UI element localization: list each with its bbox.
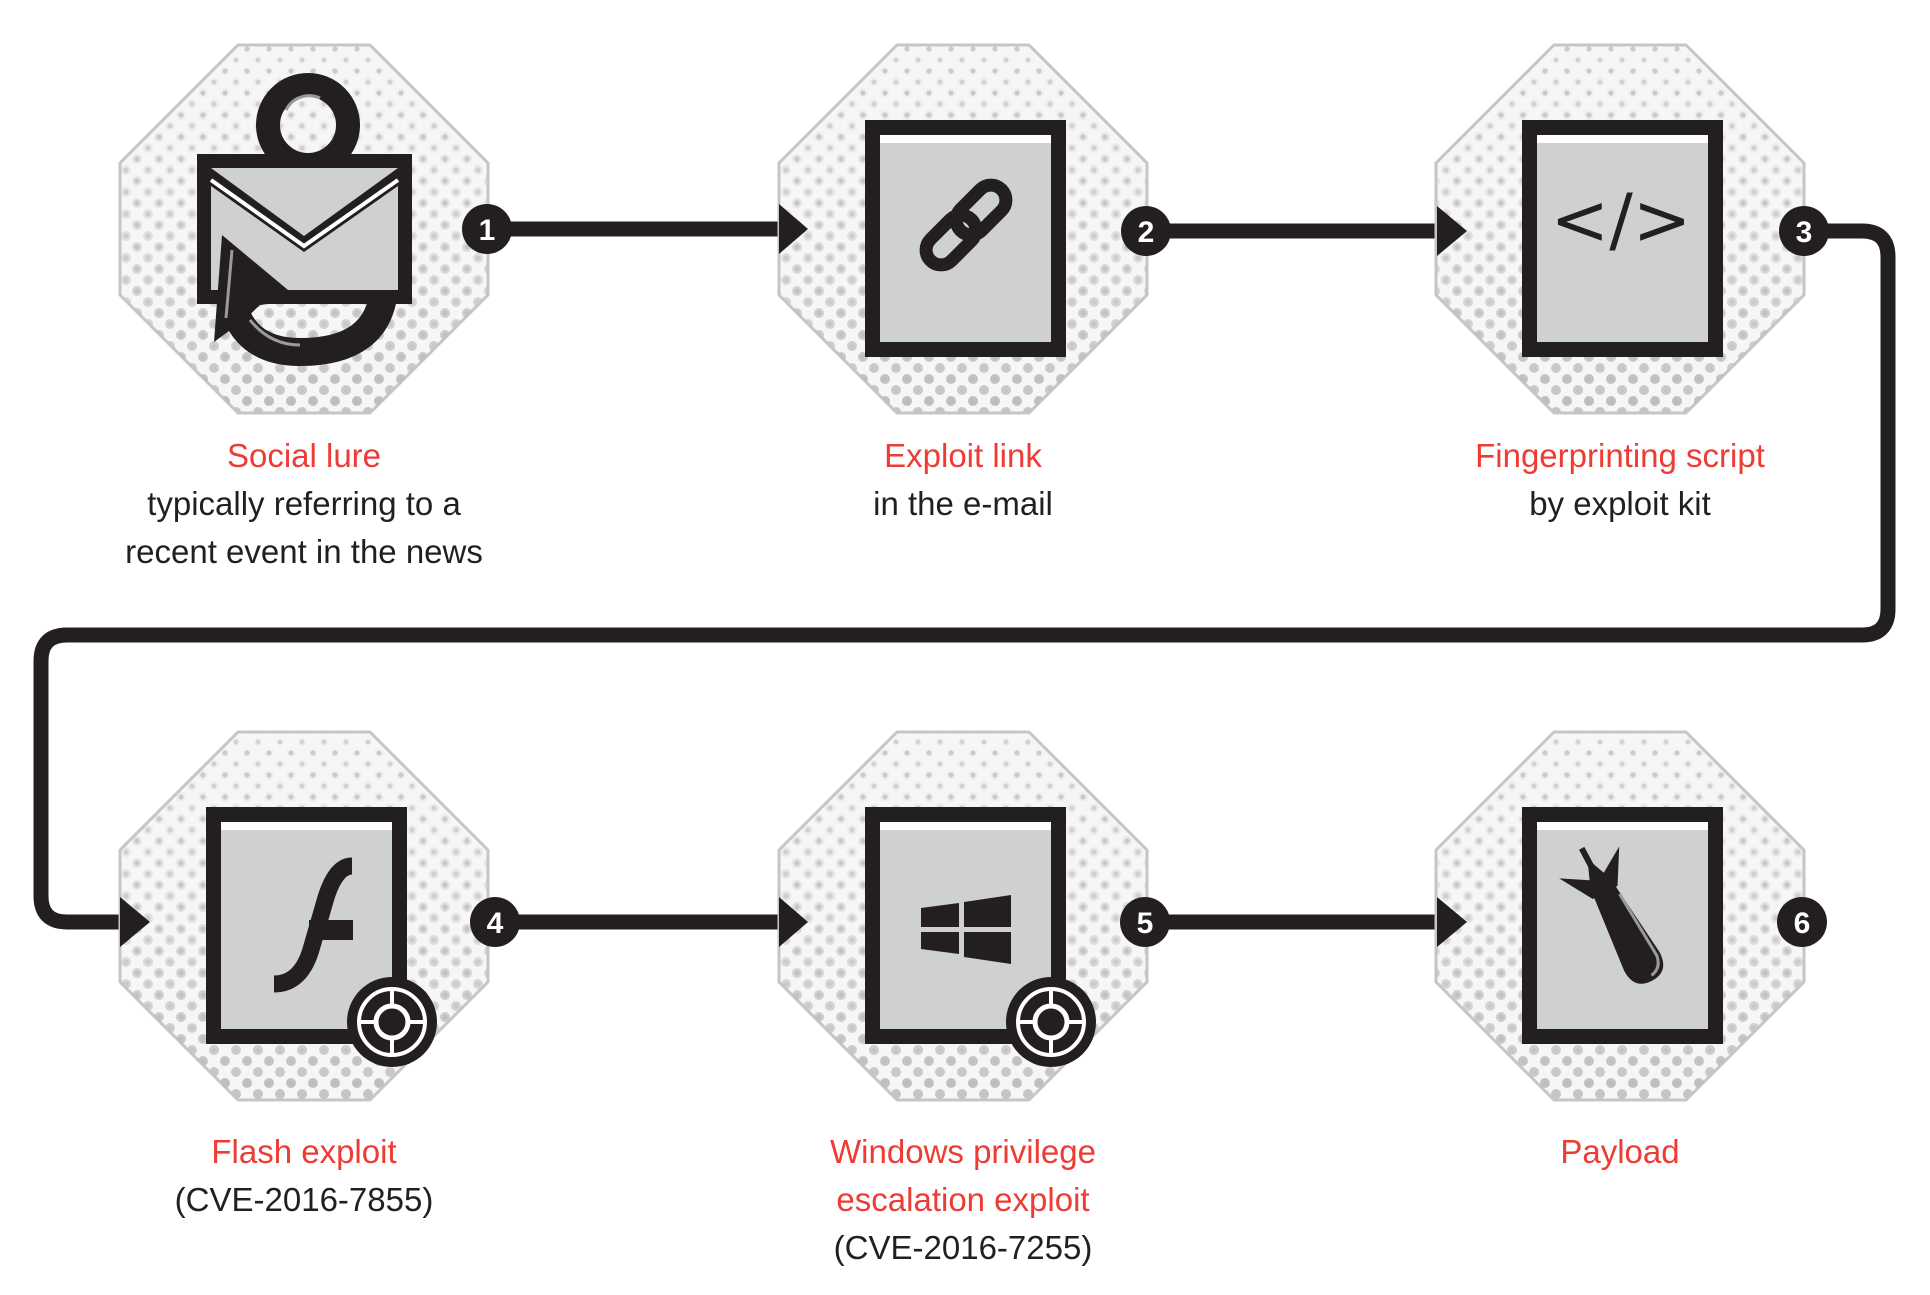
- step-number: 6: [1794, 907, 1811, 940]
- step-title: Social lure: [226, 437, 382, 474]
- step-4-badge: 4: [470, 897, 520, 947]
- arrowhead-to-step-4: [120, 897, 150, 947]
- step-2-label: Exploit link in the e-mail: [703, 432, 1223, 528]
- step-3-label: Fingerprinting script by exploit kit: [1360, 432, 1880, 528]
- target-icon: [347, 977, 437, 1067]
- target-icon: [1006, 977, 1096, 1067]
- step-description: typically referring to a: [147, 485, 461, 522]
- step-description: in the e-mail: [873, 485, 1053, 522]
- step-description: (CVE-2016-7855): [174, 1181, 434, 1218]
- step-title: Exploit link: [884, 437, 1042, 474]
- step-2-badge: 2: [1121, 206, 1171, 256]
- step-number: 4: [487, 907, 504, 940]
- step-6-badge: 6: [1777, 897, 1827, 947]
- bomb-icon: [1522, 807, 1723, 1044]
- step-5-badge: 5: [1120, 897, 1170, 947]
- step-title: Fingerprinting script: [1475, 437, 1765, 474]
- flash-icon: [206, 807, 437, 1067]
- step-4-label: Flash exploit (CVE-2016-7855): [44, 1128, 564, 1224]
- step-description: (CVE-2016-7255): [833, 1229, 1093, 1266]
- step-title: escalation exploit: [836, 1181, 1090, 1218]
- link-icon: [865, 120, 1066, 357]
- step-title: Windows privilege: [830, 1133, 1096, 1170]
- step-number: 2: [1138, 216, 1155, 249]
- step-1-badge: 1: [462, 204, 512, 254]
- connector-3-4: [33, 223, 1896, 930]
- step-number: 3: [1796, 216, 1813, 249]
- envelope-hook-icon: [197, 73, 412, 367]
- step-5-label: Windows privilege escalation exploit (CVE-…: [703, 1128, 1223, 1272]
- step-description: recent event in the news: [125, 533, 483, 570]
- step-number: 1: [479, 214, 496, 247]
- arrowhead-to-step-6: [1437, 897, 1467, 947]
- step-title: Flash exploit: [211, 1133, 397, 1170]
- arrowhead-to-step-3: [1437, 206, 1467, 256]
- code-glyph: </>: [1551, 179, 1692, 261]
- step-6-label: Payload: [1360, 1128, 1880, 1176]
- step-1-label: Social lure typically referring to a recen…: [44, 432, 564, 576]
- step-3-badge: 3: [1779, 206, 1829, 256]
- windows-icon: [865, 807, 1096, 1067]
- step-description: by exploit kit: [1529, 485, 1711, 522]
- step-number: 5: [1137, 907, 1154, 940]
- connectors: [33, 221, 1896, 930]
- step-title: Payload: [1560, 1133, 1680, 1170]
- code-icon: </>: [1522, 120, 1723, 357]
- arrowhead-to-step-2: [779, 204, 808, 254]
- arrowhead-to-step-5: [779, 897, 808, 947]
